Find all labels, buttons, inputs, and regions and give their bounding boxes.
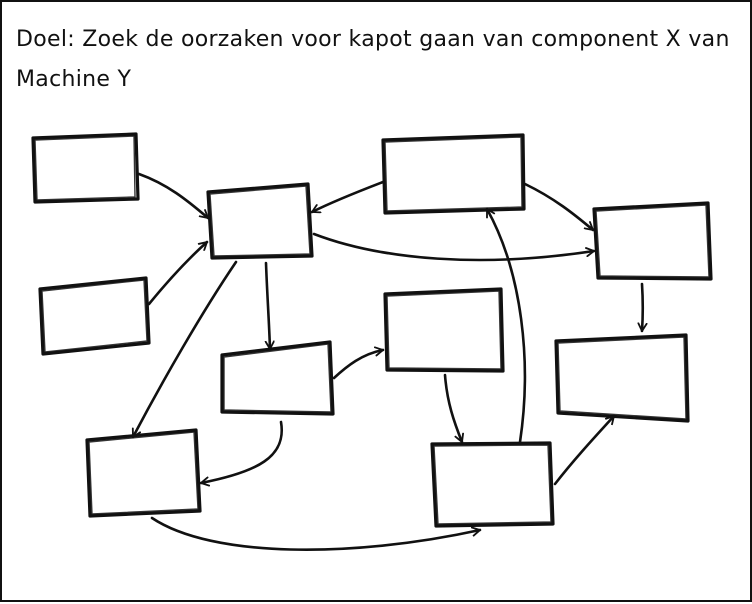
arrow-center-to-middle [332,350,385,380]
box-right-top [592,201,713,281]
arrow-bottommiddle-to-rightmiddle [553,414,616,486]
box-center-left [206,182,314,260]
box-left-middle [38,276,151,356]
arrow-middle-to-bottommiddle [443,373,462,444]
arrow-righttop-to-rightmiddle [642,282,643,333]
box-center [220,340,335,416]
arrow-bottommiddle-to-topmiddle [485,207,527,444]
box-bottom-left [85,428,202,518]
arrow-leftmiddle-to-centerleft [147,240,209,306]
arrow-centerleft-to-righttop [312,232,596,262]
arrow-topmiddle-to-righttop [523,182,595,232]
box-right-middle [554,333,690,423]
goal-text: Doel: Zoek de oorzaken voor kapot gaan v… [16,27,730,92]
arrow-centerleft-to-center [264,261,270,351]
arrow-center-to-bottomleft [199,420,284,483]
box-middle [383,287,505,373]
box-top-middle [381,133,526,215]
box-left-top [31,132,140,204]
arrow-topmiddle-to-centerleft [310,180,385,214]
box-bottom-middle [430,441,555,528]
arrow-lefttop-to-centerleft [137,172,210,220]
arrow-centerleft-to-bottomleft [131,260,238,439]
arrow-bottomleft-to-bottommiddle [150,516,482,551]
